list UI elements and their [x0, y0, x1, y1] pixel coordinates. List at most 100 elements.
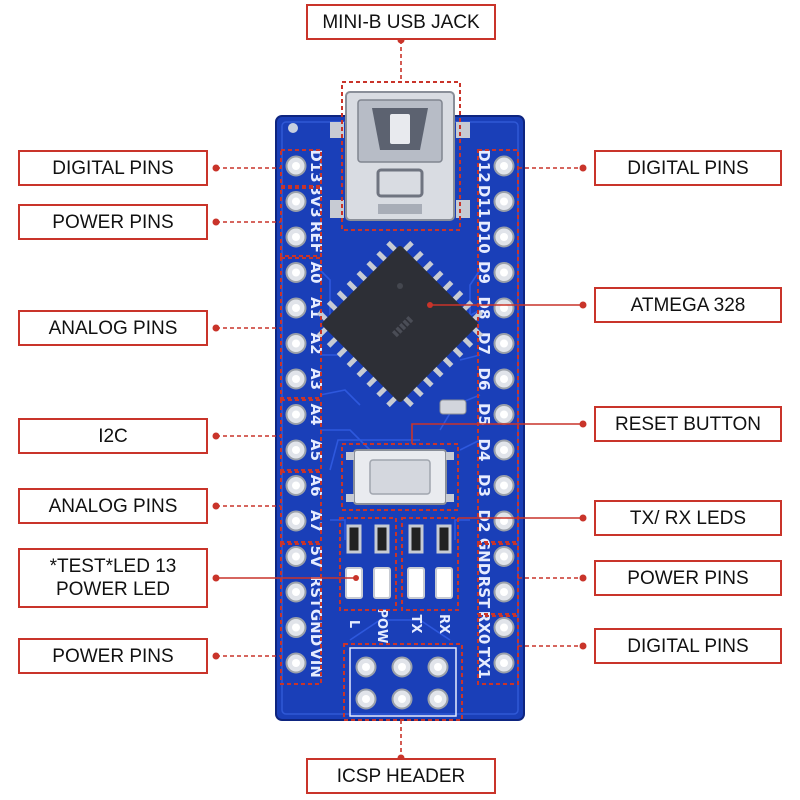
chip-leg-1-4: [432, 366, 444, 378]
callout-icsp-header: ICSP HEADER: [306, 758, 496, 794]
resistor-4: [436, 524, 452, 554]
usb-tab-left-lower: [330, 200, 344, 218]
highlight-leds-left: [339, 517, 397, 611]
right-pin-label-d10-2: D10: [475, 220, 493, 253]
right-pad-hole-8: [500, 446, 508, 454]
callout-power-pins-right-text: POWER PINS: [627, 567, 749, 589]
icsp-pads: [355, 656, 449, 710]
right-pin-label-d5-7: D5: [475, 403, 493, 426]
chip-leg-0-0: [403, 240, 414, 252]
chip-leg-3-6: [376, 250, 387, 262]
left-pin-label-5v-11: 5V: [307, 545, 325, 567]
chip-leg-2-2: [366, 376, 378, 388]
left-pad-hole-3: [292, 268, 300, 277]
callout-power-pins-right: POWER PINS: [594, 560, 782, 596]
highlight-usb: [341, 81, 461, 231]
chip-leg-2-0: [386, 396, 397, 408]
callout-tx-rx-leds: TX/ RX LEDS: [594, 500, 782, 536]
usb-tongue: [390, 114, 410, 144]
callout-digital-pins-right-bottom: DIGITAL PINS: [594, 628, 782, 664]
callout-usb-jack-text: MINI-B USB JACK: [322, 11, 480, 33]
led-label-tx: TX: [408, 615, 423, 634]
right-pin-label-tx1-14: TX1: [475, 647, 493, 679]
left-pin-label-rst-12: RST: [307, 576, 325, 609]
chip-leg-1-3: [442, 356, 454, 368]
callout-digital-pins-right-top: DIGITAL PINS: [594, 150, 782, 186]
resistor-3: [408, 524, 424, 554]
callout-test-led: *TEST*LED 13 POWER LED: [18, 548, 208, 608]
callout-digital-pins-left-top: DIGITAL PINS: [18, 150, 208, 186]
right-pin-label-d3-9: D3: [475, 474, 493, 497]
right-pad-hole-12: [500, 588, 508, 596]
callout-power-pins-left-top-text: POWER PINS: [52, 211, 174, 233]
chip-leg-1-2: [452, 346, 464, 358]
mini-usb-connector: [330, 91, 470, 221]
reset-button-leg-bl: [346, 494, 354, 502]
callout-i2c: I2C: [18, 418, 208, 454]
highlight-left-power-bottom: [280, 543, 322, 685]
right-pad-hole-1: [500, 197, 508, 206]
left-pad-hole-7: [292, 410, 300, 419]
leds: [345, 567, 453, 599]
left-pad-hole-10: [292, 517, 300, 525]
right-pad-hole-9: [500, 481, 508, 490]
right-pin-label-d7-5: D7: [475, 332, 493, 355]
chip-leg-1-6: [413, 386, 424, 398]
left-pin-label-a7-10: A7: [307, 510, 325, 532]
left-pad-hole-4: [292, 304, 300, 312]
callout-atmega: ATMEGA 328: [594, 287, 782, 323]
callout-power-pins-left-bottom: POWER PINS: [18, 638, 208, 674]
crystal: [439, 399, 467, 415]
right-pin-label-rst-12: RST: [475, 576, 493, 609]
mounting-hole-top-left: [288, 123, 298, 133]
callout-atmega-text: ATMEGA 328: [630, 294, 746, 316]
resistor-2: [374, 524, 390, 554]
right-pin-label-d2-10: D2: [475, 510, 493, 533]
left-pad-hole-5: [292, 339, 300, 348]
chip-body: [322, 246, 478, 402]
chip-leg-0-2: [422, 260, 434, 272]
left-pin-label-a4-7: A4: [307, 403, 325, 425]
right-pad-hole-14: [500, 659, 508, 667]
usb-tab-left: [330, 122, 344, 138]
right-pad-hole-0: [500, 162, 508, 170]
led-pow: [373, 567, 391, 599]
atmega328-chip: ▮▮▮▮▮: [316, 240, 484, 408]
chip-leg-3-7: [386, 240, 397, 252]
icsp-pad-hole-0-0: [362, 663, 370, 671]
chip-leg-1-1: [462, 337, 474, 348]
right-pad-hole-13: [500, 623, 508, 632]
led-label-pow: POW: [374, 609, 389, 644]
led-label-rx: RX: [436, 614, 451, 634]
usb-tab-right: [456, 122, 470, 138]
callout-tx-rx-leds-text: TX/ RX LEDS: [629, 507, 747, 529]
right-pin-label-d9-3: D9: [475, 261, 493, 284]
callout-analog-pins-left-top: ANALOG PINS: [18, 310, 208, 346]
led-l: [345, 567, 363, 599]
right-pad-hole-3: [500, 268, 508, 277]
left-pin-label-ref-2: REF: [307, 221, 325, 253]
reset-button: [346, 449, 454, 505]
chip-leg-1-5: [422, 376, 434, 388]
left-pad-hole-1: [292, 197, 300, 206]
callout-analog-pins-left-top-text: ANALOG PINS: [48, 317, 178, 339]
usb-latch: [376, 168, 424, 198]
left-header-pads: [285, 155, 307, 674]
left-pad-hole-12: [292, 588, 300, 596]
chip-leg-2-7: [316, 327, 328, 338]
right-pad-hole-10: [500, 517, 508, 525]
right-pin-label-rx0-13: RX0: [475, 611, 493, 645]
highlight-reset: [341, 443, 459, 511]
right-pad-hole-11: [500, 552, 508, 561]
callout-power-pins-left-top: POWER PINS: [18, 204, 208, 240]
highlight-left-analog-bottom: [280, 471, 322, 543]
chip-leg-0-3: [432, 270, 444, 282]
right-pin-label-gnd-11: GND: [475, 538, 493, 575]
highlight-icsp: [343, 643, 463, 721]
right-pad-hole-4: [500, 304, 508, 312]
right-pin-label-d6-6: D6: [475, 368, 493, 391]
chip-leg-2-5: [336, 346, 348, 358]
icsp-header-outline: [349, 647, 457, 717]
solid-leader-lines: [216, 304, 583, 579]
